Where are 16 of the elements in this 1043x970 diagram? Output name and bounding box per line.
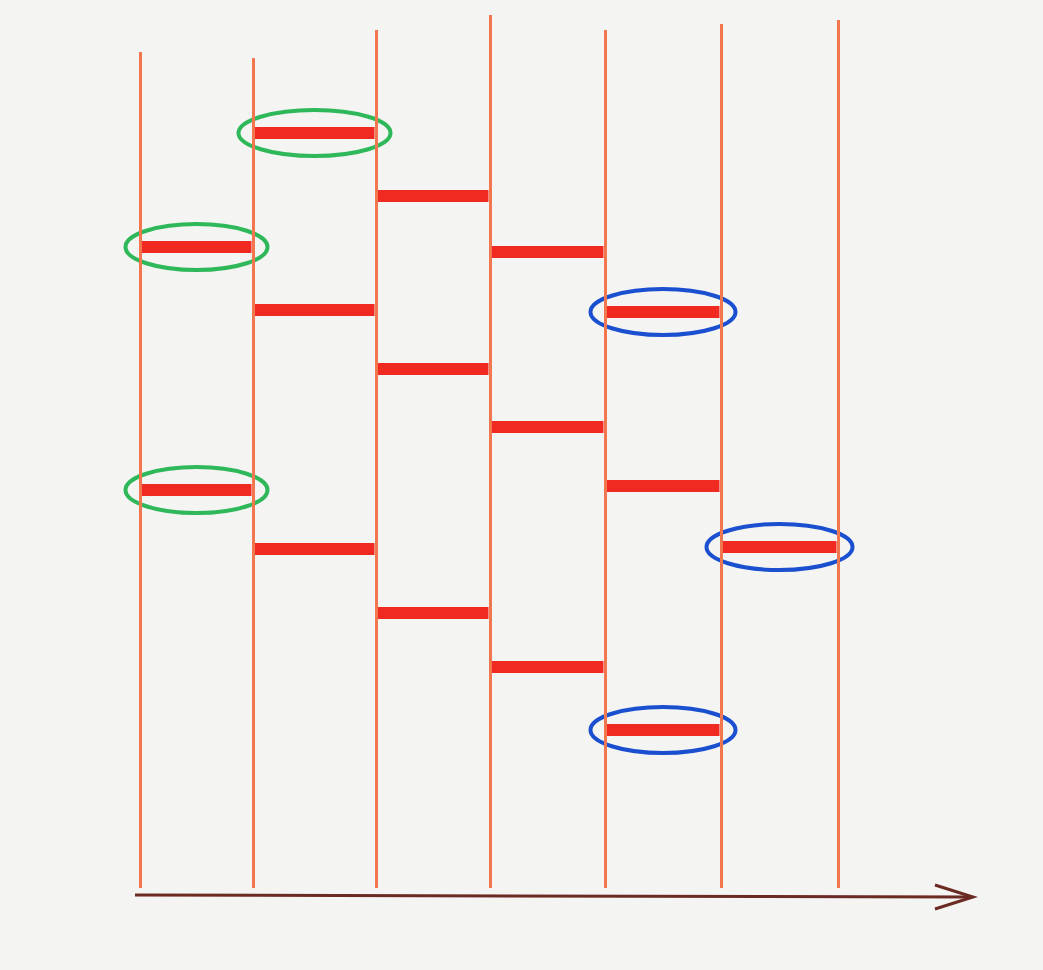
- vertical-line: [488, 15, 492, 888]
- rung-line: [254, 543, 375, 555]
- vertical-line: [603, 30, 607, 888]
- vertical-line: [374, 30, 378, 888]
- rung-line: [491, 661, 604, 673]
- rung-line: [606, 480, 720, 492]
- vertical-line: [836, 20, 840, 888]
- rung-line: [377, 190, 489, 202]
- rung-line: [377, 607, 489, 619]
- rung-line: [491, 246, 604, 258]
- vertical-line: [138, 52, 142, 888]
- vertical-line: [251, 58, 255, 888]
- rung-line: [377, 363, 489, 375]
- rung-line: [254, 304, 375, 316]
- vertical-line: [719, 24, 723, 888]
- rung-line: [491, 421, 604, 433]
